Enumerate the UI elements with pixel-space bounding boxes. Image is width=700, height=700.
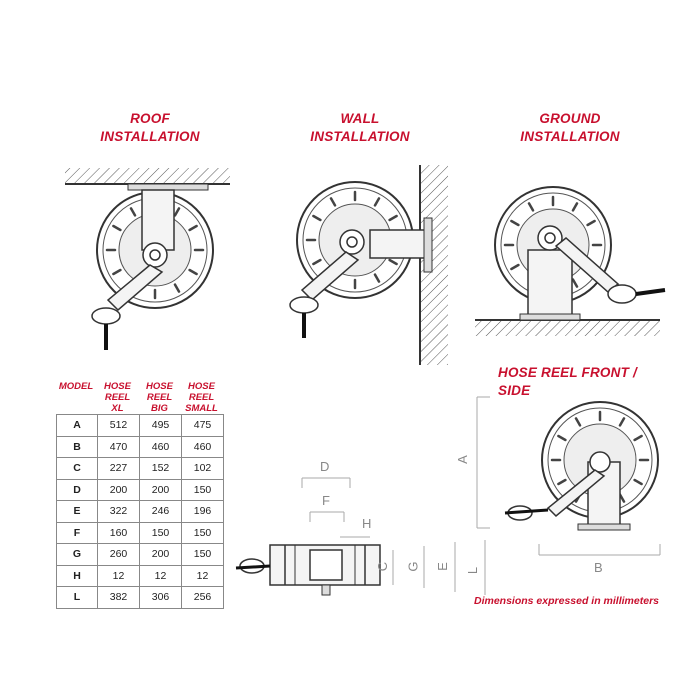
value-cell: 200 — [139, 543, 182, 566]
model-cell: F — [56, 521, 98, 544]
value-cell: 200 — [139, 478, 182, 501]
value-cell: 322 — [97, 500, 140, 523]
dim-label-d: D — [320, 459, 330, 474]
model-cell: E — [56, 500, 98, 523]
model-cell: B — [56, 435, 98, 458]
value-cell: 495 — [139, 414, 182, 437]
value-cell: 152 — [139, 457, 182, 480]
value-cell: 150 — [181, 478, 224, 501]
value-cell: 160 — [97, 521, 140, 544]
value-cell: 227 — [97, 457, 140, 480]
value-cell: 102 — [181, 457, 224, 480]
value-cell: 382 — [97, 586, 140, 609]
dim-label-e: E — [434, 562, 450, 571]
value-cell: 512 — [97, 414, 140, 437]
value-cell: 460 — [181, 435, 224, 458]
dimensions-note: Dimensions expressed in millimeters — [474, 595, 659, 607]
value-cell: 470 — [97, 435, 140, 458]
wall-installation-drawing — [289, 165, 448, 365]
value-cell: 460 — [139, 435, 182, 458]
value-cell: 200 — [97, 478, 140, 501]
model-cell: C — [56, 457, 98, 480]
front-view-drawing — [476, 396, 661, 556]
value-cell: 12 — [97, 564, 140, 587]
dim-label-b: B — [594, 560, 603, 575]
dim-label-c: C — [375, 561, 391, 572]
dim-label-a: A — [454, 455, 470, 464]
value-cell: 306 — [139, 586, 182, 609]
model-cell: L — [56, 586, 98, 609]
value-cell: 150 — [181, 543, 224, 566]
model-cell: D — [56, 478, 98, 501]
hose-reel-front-side-title: HOSE REEL FRONT / SIDE — [498, 365, 637, 398]
dim-label-f: F — [322, 493, 330, 508]
value-cell: 12 — [181, 564, 224, 587]
value-cell: 256 — [181, 586, 224, 609]
value-cell: 260 — [97, 543, 140, 566]
table-header-model: MODEL — [58, 381, 94, 392]
roof-installation-drawing — [65, 168, 230, 350]
value-cell: 196 — [181, 500, 224, 523]
value-cell: 150 — [139, 521, 182, 544]
value-cell: 475 — [181, 414, 224, 437]
value-cell: 12 — [139, 564, 182, 587]
dim-label-h: H — [362, 516, 372, 531]
model-cell: A — [56, 414, 98, 437]
model-cell: G — [56, 543, 98, 566]
value-cell: 246 — [139, 500, 182, 523]
value-cell: 150 — [181, 521, 224, 544]
dim-label-g: G — [405, 561, 421, 572]
ground-installation-drawing — [475, 185, 666, 336]
dim-label-l: L — [465, 566, 481, 575]
model-cell: H — [56, 564, 98, 587]
top-view-drawing — [235, 477, 486, 596]
